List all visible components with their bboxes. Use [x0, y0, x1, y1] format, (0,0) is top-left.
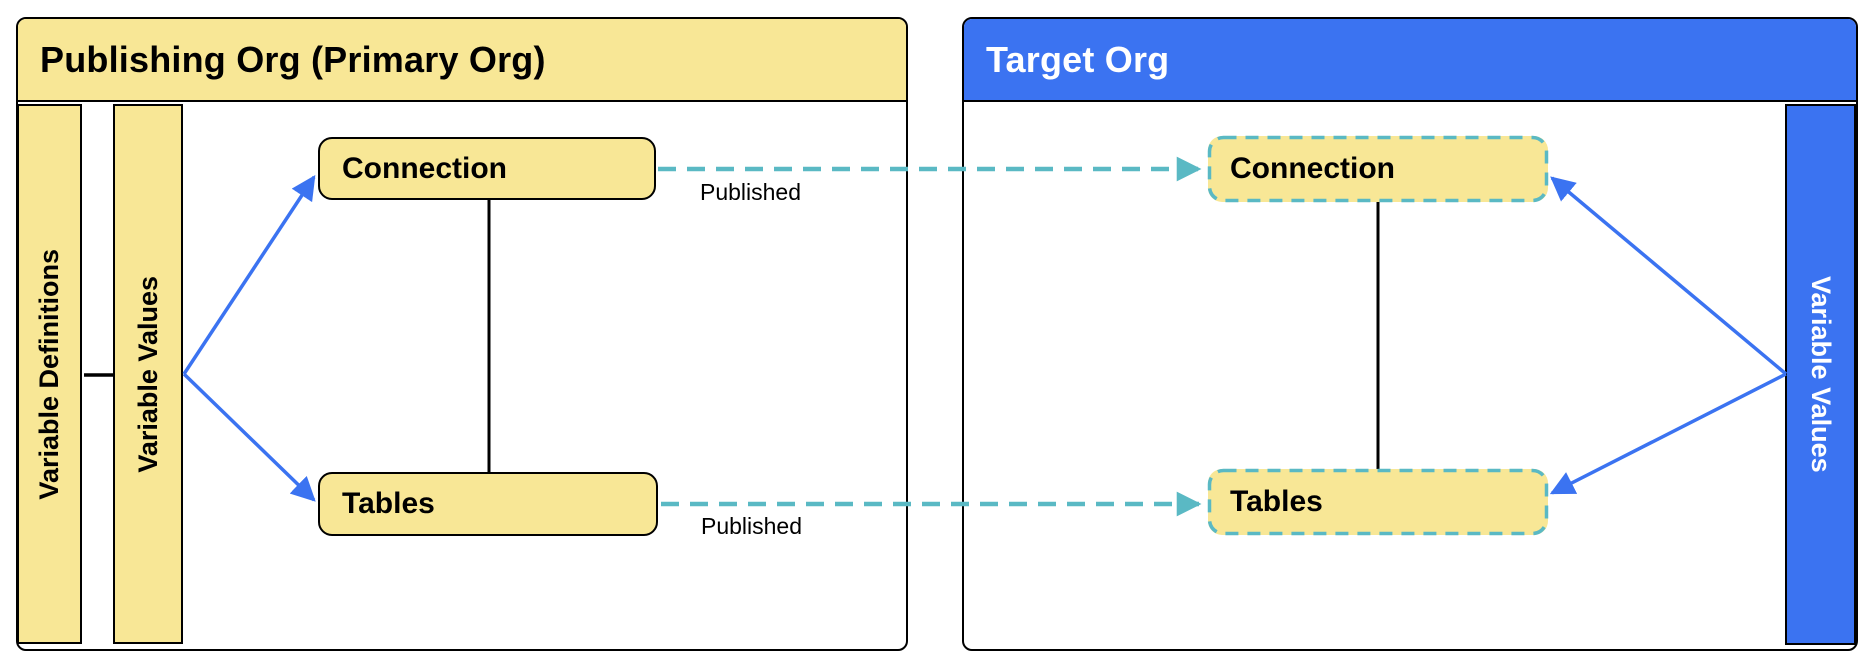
- connection-node-target-label: Connection: [1230, 152, 1395, 185]
- connection-node-publishing: Connection: [318, 137, 656, 200]
- publishing-org-header: Publishing Org (Primary Org): [18, 19, 906, 102]
- variable-values-target-label: Variable Values: [1806, 276, 1836, 473]
- target-org-header: Target Org: [964, 19, 1856, 102]
- publishing-org-title: Publishing Org (Primary Org): [40, 38, 546, 80]
- tables-node-publishing-label: Tables: [342, 487, 435, 520]
- tables-node-target-label: Tables: [1230, 485, 1323, 518]
- variable-definitions-bar: Variable Definitions: [17, 104, 82, 644]
- variable-values-bar-publishing: Variable Values: [113, 104, 183, 644]
- tables-node-publishing: Tables: [318, 472, 658, 536]
- connection-node-target: Connection: [1208, 136, 1548, 202]
- target-org-panel: Target Org: [962, 17, 1858, 651]
- variable-values-publishing-label: Variable Values: [132, 275, 163, 473]
- published-label-connection: Published: [700, 179, 802, 205]
- variable-values-bar-target: Variable Values: [1785, 104, 1856, 645]
- tables-node-target: Tables: [1208, 469, 1548, 535]
- connection-node-publishing-label: Connection: [342, 151, 507, 185]
- published-label-tables: Published: [701, 513, 803, 539]
- variable-definitions-label: Variable Definitions: [34, 248, 64, 500]
- target-org-title: Target Org: [986, 38, 1170, 80]
